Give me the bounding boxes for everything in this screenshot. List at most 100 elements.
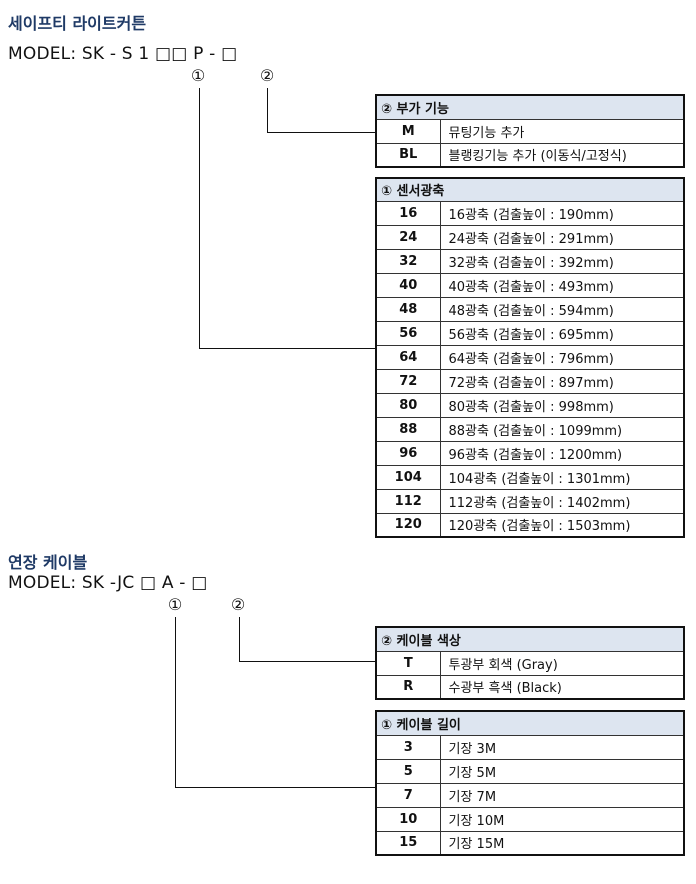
model-mid: P - bbox=[193, 44, 216, 64]
option-code: BL bbox=[375, 142, 441, 168]
axis-desc: 64광축 (검출높이 : 796mm) bbox=[439, 344, 685, 370]
length-code: 7 bbox=[375, 782, 441, 808]
length-code: 5 bbox=[375, 758, 441, 784]
axis-code: 48 bbox=[375, 296, 441, 322]
axis-table-header: ① 센서광축 bbox=[375, 177, 685, 202]
length-code: 15 bbox=[375, 830, 441, 856]
color-code: R bbox=[375, 674, 441, 700]
connector-length-horizontal bbox=[175, 787, 375, 788]
axis-code: 32 bbox=[375, 248, 441, 274]
axis-code: 16 bbox=[375, 200, 441, 226]
axis-desc: 32광축 (검출높이 : 392mm) bbox=[439, 248, 685, 274]
axis-code: 104 bbox=[375, 464, 441, 490]
marker-color: ② bbox=[230, 595, 246, 614]
connector-option-vertical bbox=[267, 88, 268, 133]
connector-length-vertical bbox=[175, 617, 176, 788]
model-code-light-curtain: MODEL: SK - S 1 □□ P - □ bbox=[8, 44, 237, 64]
length-desc: 기장 5M bbox=[439, 758, 685, 784]
marker-option: ② bbox=[259, 66, 275, 85]
color-desc: 투광부 회색 (Gray) bbox=[439, 650, 685, 676]
section-title-extension-cable: 연장 케이블 bbox=[8, 553, 88, 572]
option-code: M bbox=[375, 118, 441, 144]
table-row: R 수광부 흑색 (Black) bbox=[375, 674, 685, 700]
connector-color-vertical bbox=[239, 617, 240, 662]
axis-desc: 104광축 (검출높이 : 1301mm) bbox=[439, 464, 685, 490]
axis-code: 24 bbox=[375, 224, 441, 250]
axis-desc: 88광축 (검출높이 : 1099mm) bbox=[439, 416, 685, 442]
length-code: 3 bbox=[375, 734, 441, 760]
axis-code: 40 bbox=[375, 272, 441, 298]
axis-code: 96 bbox=[375, 440, 441, 466]
cable-color-table-header: ② 케이블 색상 bbox=[375, 626, 685, 652]
option-table: ② 부가 기능 M 뮤팅기능 추가 BL 블랭킹기능 추가 (이동식/고정식) bbox=[375, 94, 685, 168]
length-code: 10 bbox=[375, 806, 441, 832]
connector-axis-horizontal bbox=[199, 348, 375, 349]
model-prefix: MODEL: SK -JC bbox=[8, 573, 135, 593]
axis-code: 72 bbox=[375, 368, 441, 394]
axis-code: 112 bbox=[375, 488, 441, 514]
axis-code: 56 bbox=[375, 320, 441, 346]
model-box-length: □ bbox=[140, 573, 157, 593]
connector-axis-vertical bbox=[199, 88, 200, 349]
connector-option-horizontal bbox=[267, 132, 375, 133]
color-code: T bbox=[375, 650, 441, 676]
axis-desc: 112광축 (검출높이 : 1402mm) bbox=[439, 488, 685, 514]
marker-length: ① bbox=[167, 595, 183, 614]
length-desc: 기장 3M bbox=[439, 734, 685, 760]
cable-length-table-header: ① 케이블 길이 bbox=[375, 710, 685, 736]
axis-desc: 56광축 (검출높이 : 695mm) bbox=[439, 320, 685, 346]
axis-code: 120 bbox=[375, 512, 441, 538]
model-mid: A - bbox=[161, 573, 186, 593]
model-code-extension-cable: MODEL: SK -JC □ A - □ bbox=[8, 573, 208, 593]
marker-axis: ① bbox=[190, 66, 206, 85]
axis-desc: 24광축 (검출높이 : 291mm) bbox=[439, 224, 685, 250]
table-row: BL 블랭킹기능 추가 (이동식/고정식) bbox=[375, 142, 685, 168]
table-row: M 뮤팅기능 추가 bbox=[375, 118, 685, 144]
option-desc: 블랭킹기능 추가 (이동식/고정식) bbox=[439, 142, 685, 168]
section-title-light-curtain: 세이프티 라이트커튼 bbox=[8, 14, 147, 33]
option-desc: 뮤팅기능 추가 bbox=[439, 118, 685, 144]
axis-desc: 48광축 (검출높이 : 594mm) bbox=[439, 296, 685, 322]
model-prefix: MODEL: SK - S 1 bbox=[8, 44, 150, 64]
axis-code: 64 bbox=[375, 344, 441, 370]
axis-code: 80 bbox=[375, 392, 441, 418]
length-desc: 기장 10M bbox=[439, 806, 685, 832]
model-box-option: □ bbox=[221, 44, 238, 64]
axis-desc: 96광축 (검출높이 : 1200mm) bbox=[439, 440, 685, 466]
connector-color-horizontal bbox=[239, 661, 375, 662]
cable-color-table: ② 케이블 색상 T 투광부 회색 (Gray) R 수광부 흑색 (Black… bbox=[375, 626, 685, 700]
length-desc: 기장 7M bbox=[439, 782, 685, 808]
axis-code: 88 bbox=[375, 416, 441, 442]
model-box-axis: □□ bbox=[154, 44, 188, 64]
axis-desc: 80광축 (검출높이 : 998mm) bbox=[439, 392, 685, 418]
axis-desc: 40광축 (검출높이 : 493mm) bbox=[439, 272, 685, 298]
axis-desc: 72광축 (검출높이 : 897mm) bbox=[439, 368, 685, 394]
axis-desc: 16광축 (검출높이 : 190mm) bbox=[439, 200, 685, 226]
table-row: T 투광부 회색 (Gray) bbox=[375, 650, 685, 676]
length-desc: 기장 15M bbox=[439, 830, 685, 856]
option-table-header: ② 부가 기능 bbox=[375, 94, 685, 120]
model-box-color: □ bbox=[191, 573, 208, 593]
axis-desc: 120광축 (검출높이 : 1503mm) bbox=[439, 512, 685, 538]
